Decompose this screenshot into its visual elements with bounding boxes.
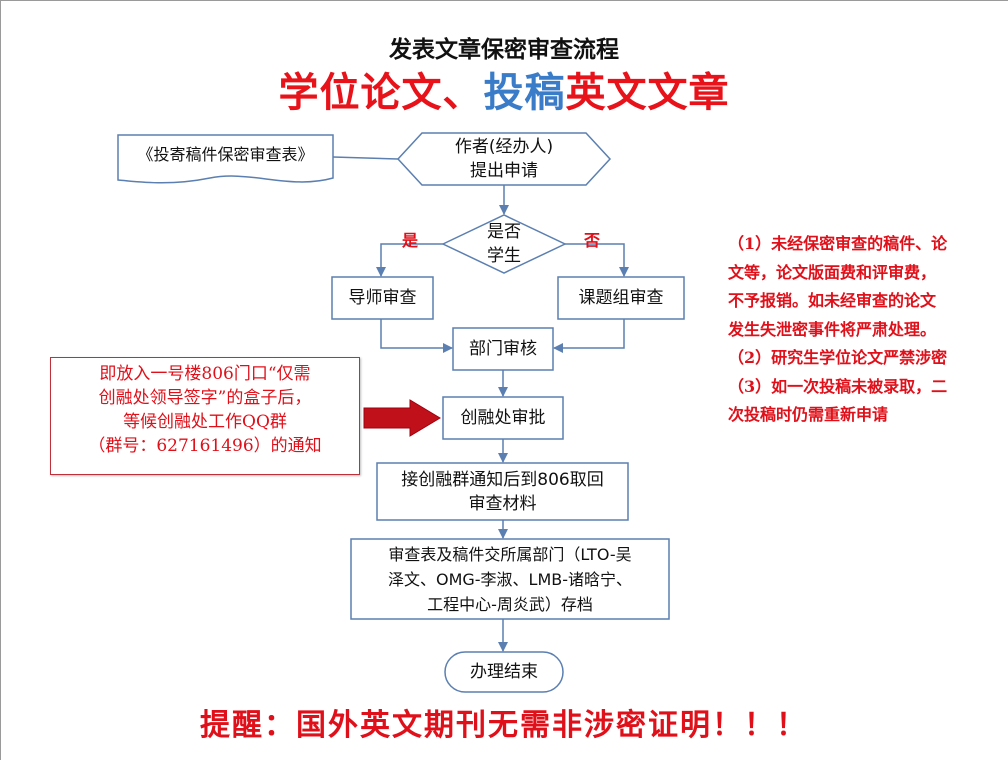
archive-line-1: 审查表及稿件交所属部门（LTO-吴 [388, 544, 632, 564]
retrieve-line-2: 审查材料 [468, 493, 537, 514]
subtitle-part-2: 投稿 [483, 69, 566, 116]
archive-node-text: 审查表及稿件交所属部门（LTO-吴 泽文、OMG-李淑、LMB-诸晗宁、 工程中… [351, 539, 669, 619]
side-note-box: 即放入一号楼806门口“仅需 创融处领导签字”的盒子后， 等候创融处工作QQ群 … [50, 357, 360, 475]
frame-border-top [0, 0, 1008, 1]
notes-panel: （1）未经保密审查的稿件、论文等，论文版面费和评审费，不予报销。如未经审查的论文… [728, 230, 948, 430]
group-review-box [557, 276, 685, 320]
arrow-group-to-dept [553, 319, 625, 353]
start-hexagon-shape [396, 132, 612, 186]
retrieve-node-text: 接创融群通知后到806取回 审查材料 [377, 463, 628, 520]
archive-box [350, 538, 670, 620]
note-3: （3）如一次投稿未被录取，二次投稿时仍需重新申请 [728, 376, 948, 425]
dept-review-label: 部门审核 [469, 339, 537, 359]
arrow-advisor-to-dept [380, 319, 453, 353]
side-note-line-2: 创融处领导签字”的盒子后， [98, 388, 312, 408]
retrieve-line-1: 接创融群通知后到806取回 [401, 469, 604, 490]
note-2: （2）研究生学位论文严禁涉密 [728, 348, 948, 367]
page-title: 发表文章保密审查流程 [389, 36, 619, 63]
connector-form-to-start [332, 156, 399, 160]
dept-review-box [452, 327, 554, 371]
subtitle-part-3: 英文文章 [565, 69, 730, 116]
decision-line-2: 学生 [487, 246, 521, 266]
form-document-shape [117, 134, 334, 184]
end-label: 办理结束 [470, 662, 538, 682]
group-review-label: 课题组审查 [578, 288, 664, 308]
archive-line-3: 工程中心-周炎武）存档 [427, 594, 593, 614]
page-subtitle: 学位论文、投稿英文文章 [0, 60, 1008, 118]
no-label: 否 [584, 231, 601, 250]
retrieve-box [376, 462, 629, 521]
red-arrow-shape [363, 399, 441, 437]
subtitle-part-1: 学位论文、 [278, 69, 484, 116]
office-approval-label: 创融处审批 [460, 408, 546, 428]
start-line-2: 提出申请 [470, 161, 538, 181]
advisor-review-label: 导师审查 [348, 288, 417, 308]
start-node-text: 作者(经办人) 提出申请 [420, 135, 588, 183]
decision-node-text: 是否 学生 [464, 220, 544, 268]
start-line-1: 作者(经办人) [454, 137, 554, 157]
end-terminator-shape [444, 651, 564, 693]
frame-border-left [0, 0, 1, 760]
side-note-line-4: （群号：627161496）的通知 [88, 436, 322, 456]
archive-line-2: 泽文、OMG-李淑、LMB-诸晗宁、 [387, 569, 633, 589]
arrow-no-branch [565, 243, 629, 277]
form-label: 《投寄稿件保密审查表》 [137, 145, 314, 164]
arrow-yes-branch [376, 243, 443, 277]
note-1: （1）未经保密审查的稿件、论文等，论文版面费和评审费，不予报销。如未经审查的论文… [728, 234, 948, 339]
decision-line-1: 是否 [487, 222, 521, 242]
footer-reminder: 提醒：国外英文期刊无需非涉密证明！！！ [200, 708, 808, 743]
side-note-line-1: 即放入一号楼806门口“仅需 [99, 364, 311, 384]
side-note-line-3: 等候创融处工作QQ群 [123, 412, 287, 432]
advisor-review-box [331, 276, 434, 320]
yes-label: 是 [402, 231, 419, 250]
